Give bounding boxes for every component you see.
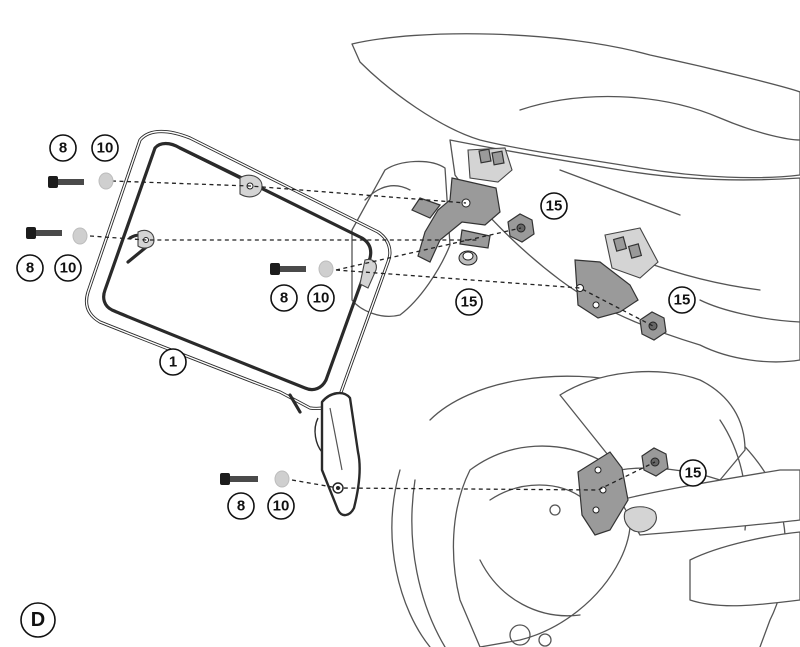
panel-label: D [20,602,56,638]
nut-rear [639,311,667,341]
svg-text:15: 15 [461,294,478,311]
svg-text:8: 8 [237,498,245,515]
callout-washer-4: 10 [267,492,295,520]
callout-washer-2: 10 [54,254,82,282]
bolt-row-1 [48,172,114,190]
lower-bracket [549,451,657,536]
svg-text:8: 8 [280,290,288,307]
upper-left-bracket [411,147,513,263]
bolt-row-4 [220,470,290,488]
callout-nut-4: 15 [679,459,707,487]
svg-text:8: 8 [59,140,67,157]
rear-right-bracket [574,227,659,319]
svg-text:8: 8 [26,260,34,277]
svg-text:10: 10 [60,260,77,277]
callout-nut-3: 15 [668,286,696,314]
side-case-frame [84,129,392,517]
callout-bolt-1: 8 [49,134,77,162]
callout-bolt-2: 8 [16,254,44,282]
bolt-row-2 [26,227,88,245]
assembly-lines [89,180,656,491]
callout-bolt-3: 8 [270,284,298,312]
callout-bolt-4: 8 [227,492,255,520]
callout-nut-1: 15 [540,192,568,220]
svg-text:1: 1 [169,354,177,371]
svg-text:15: 15 [674,292,691,309]
svg-text:D: D [31,609,45,631]
callout-washer-1: 10 [91,134,119,162]
motorcycle-outline [351,33,800,647]
callout-washer-3: 10 [307,284,335,312]
callout-frame: 1 [159,348,187,376]
nut-upper-spacer [458,250,478,266]
svg-text:10: 10 [313,290,330,307]
bolt-row-3 [270,260,334,278]
svg-text:15: 15 [685,465,702,482]
callout-nut-2: 15 [455,288,483,316]
svg-text:15: 15 [546,198,563,215]
svg-text:10: 10 [97,140,114,157]
svg-text:10: 10 [273,498,290,515]
